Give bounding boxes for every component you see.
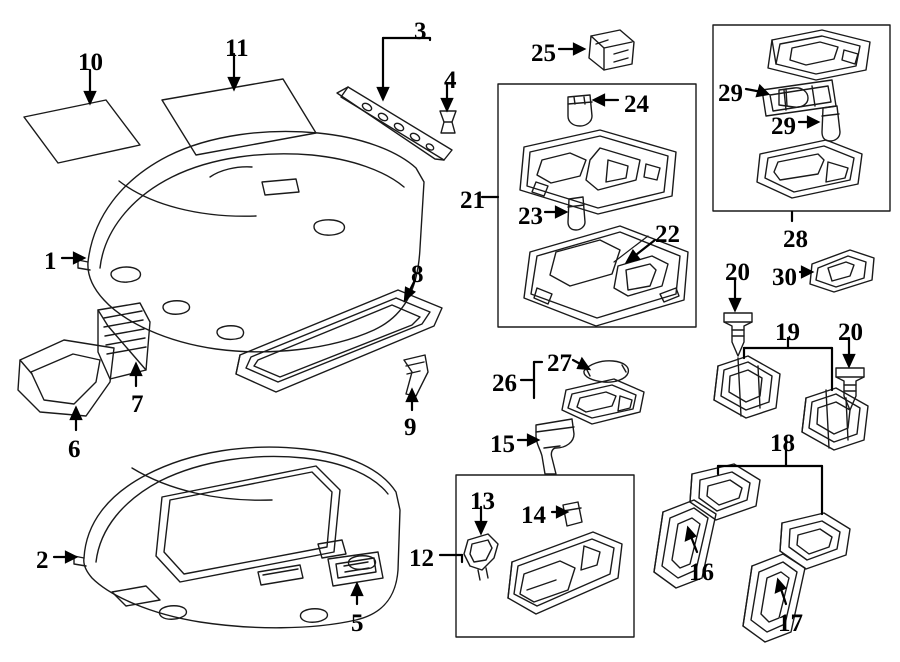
callout-25: 25: [531, 40, 556, 67]
part-22-console-lower: [523, 225, 689, 327]
part-18-handle-b: [779, 512, 851, 570]
callout-15: 15: [490, 431, 515, 458]
part-30-lamp: [809, 249, 875, 293]
part-20-screw-b: [835, 367, 865, 411]
part-4-clip: [439, 110, 457, 134]
callout-9: 9: [404, 414, 417, 441]
part-5-lamp: [327, 551, 384, 587]
part-24-bulb: [567, 94, 593, 127]
part-14-cap: [562, 501, 583, 527]
callout-8: 8: [411, 261, 424, 288]
callout-3: 3: [414, 18, 427, 45]
callout-26: 26: [492, 370, 517, 397]
callout-17: 17: [778, 610, 803, 637]
callout-23: 23: [518, 203, 543, 230]
callout-18: 18: [770, 430, 795, 457]
part-23-bulb: [567, 196, 586, 231]
part-7-trim: [97, 302, 151, 380]
part-8-sunroof-frame: [235, 289, 443, 393]
part-26-lamp-housing: [561, 378, 645, 425]
callout-24: 24: [624, 91, 649, 118]
part-18-handle-a: [689, 463, 761, 521]
part-1-headliner: [77, 130, 425, 353]
part-15-grommet: [535, 418, 575, 475]
part-28-lamp-mid: [761, 79, 837, 117]
part-29-bulb-b: [821, 105, 841, 142]
callout-20-b: 20: [838, 319, 863, 346]
callout-10: 10: [78, 49, 103, 76]
part-12-sun-visor: [507, 531, 623, 615]
callout-14: 14: [521, 502, 546, 529]
callout-30: 30: [772, 264, 797, 291]
callout-22: 22: [655, 221, 680, 248]
part-27-bulb: [583, 360, 630, 383]
part-20-screw-a: [723, 312, 753, 357]
part-28-lamp-upper: [767, 29, 871, 81]
callout-2: 2: [36, 547, 49, 574]
part-2-headliner-lower: [73, 446, 401, 629]
callout-6: 6: [68, 436, 81, 463]
callout-29-a: 29: [718, 80, 743, 107]
part-9-clip: [403, 354, 429, 397]
part-16-handle: [653, 499, 717, 589]
part-21-console-upper: [519, 129, 677, 215]
callout-19: 19: [775, 319, 800, 346]
part-6-trim: [17, 339, 115, 417]
callout-13: 13: [470, 488, 495, 515]
part-17-handle: [742, 553, 806, 643]
callout-29-b: 29: [771, 113, 796, 140]
part-29-bulb-a: [778, 87, 809, 108]
callout-27: 27: [547, 350, 572, 377]
part-3-rail: [336, 86, 453, 161]
callout-21: 21: [460, 187, 485, 214]
callout-1: 1: [44, 248, 57, 275]
group-box-28: [712, 24, 891, 212]
group-box-21: [497, 83, 697, 328]
part-19-bracket-a: [713, 355, 781, 419]
callout-12: 12: [409, 545, 434, 572]
part-11-panel: [161, 78, 317, 156]
part-25-switch: [588, 29, 635, 71]
part-28-lamp-lower: [756, 139, 863, 199]
callout-5: 5: [351, 610, 364, 637]
part-10-panel: [23, 99, 141, 164]
part-19-bracket-b: [801, 387, 869, 451]
callout-4: 4: [444, 67, 457, 94]
part-13-clip: [463, 533, 499, 581]
callout-7: 7: [131, 391, 144, 418]
callout-11: 11: [225, 35, 249, 62]
callout-20-a: 20: [725, 259, 750, 286]
callout-16: 16: [689, 559, 714, 586]
callout-28: 28: [783, 226, 808, 253]
